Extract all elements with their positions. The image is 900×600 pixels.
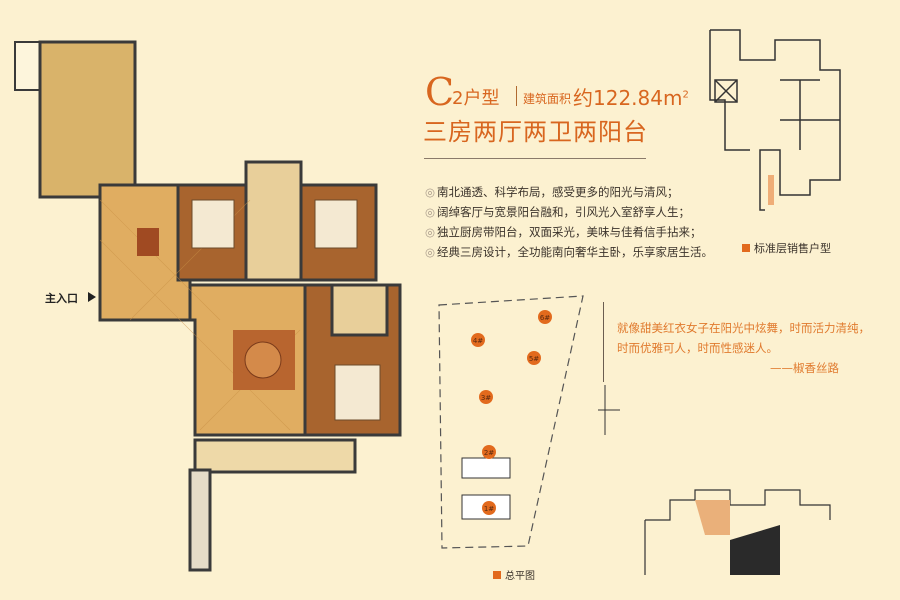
feature-item: ◎独立厨房带阳台，双面采光，美味与佳肴信手拈来； xyxy=(425,224,702,240)
area-value: 约122.84m2 xyxy=(573,82,689,111)
key-plan xyxy=(709,29,841,211)
area-number: 约122.84m xyxy=(573,86,683,110)
legend-swatch-icon xyxy=(742,244,750,252)
feature-text: 南北通透、科学布局，感受更多的阳光与清风； xyxy=(437,185,679,199)
building-3-marker xyxy=(479,390,493,404)
building-label: 4# xyxy=(473,337,483,345)
compass-icon xyxy=(598,385,620,435)
site-plan-legend-text: 总平图 xyxy=(505,571,535,582)
site-plan: 1# 2# 3# 4# 5# 6# xyxy=(438,295,584,549)
layout-title: 三房两厅两卫两阳台 xyxy=(423,118,648,146)
bullet-icon: ◎ xyxy=(425,185,436,199)
unit-type-suffix: 2户型 xyxy=(452,88,500,109)
building-label: 6# xyxy=(540,314,550,322)
feature-item: ◎阔绰客厅与宽景阳台融和，引风光入室舒享人生； xyxy=(425,204,690,220)
keyplan-legend-text: 标准层销售户型 xyxy=(754,242,831,255)
area-unit-sup: 2 xyxy=(682,89,689,101)
building-2-marker xyxy=(482,445,496,459)
building-1-marker xyxy=(482,501,496,515)
building-elevation-plan xyxy=(644,489,900,580)
building-6-marker xyxy=(538,310,552,324)
bullet-icon: ◎ xyxy=(425,245,436,259)
legend-swatch-icon xyxy=(493,571,501,579)
bullet-icon: ◎ xyxy=(425,225,436,239)
unit-floor-plan xyxy=(14,40,402,572)
building-label: 1# xyxy=(484,505,494,513)
bullet-icon: ◎ xyxy=(425,205,436,219)
feature-text: 经典三房设计，全功能南向奢华主卧，乐享家居生活。 xyxy=(437,245,714,259)
quote-line-1: 就像甜美红衣女子在阳光中炫舞，时而活力清纯， xyxy=(617,321,870,335)
quote-line-2: 时而优雅可人，时而性感迷人。 xyxy=(617,341,778,355)
feature-item: ◎南北通透、科学布局，感受更多的阳光与清风； xyxy=(425,184,679,200)
feature-text: 阔绰客厅与宽景阳台融和，引风光入室舒享人生； xyxy=(437,205,691,219)
site-plan-legend: 总平图 xyxy=(493,567,535,582)
title-rule xyxy=(424,158,646,159)
building-label: 2# xyxy=(484,449,494,457)
main-entry-label: 主入口 xyxy=(45,292,78,305)
building-label: 3# xyxy=(481,394,491,402)
quote-bar xyxy=(603,302,604,382)
feature-item: ◎经典三房设计，全功能南向奢华主卧，乐享家居生活。 xyxy=(425,244,713,260)
title-divider xyxy=(516,86,517,106)
unit-type-letter: C xyxy=(425,70,455,114)
area-label: 建筑面积 xyxy=(523,92,572,106)
building-4-marker xyxy=(471,333,485,347)
building-label: 5# xyxy=(529,355,539,363)
building-5-marker xyxy=(527,351,541,365)
feature-text: 独立厨房带阳台，双面采光，美味与佳肴信手拈来； xyxy=(437,225,702,239)
quote-attribution: ——椒香丝路 xyxy=(770,361,839,375)
keyplan-legend: 标准层销售户型 xyxy=(742,240,831,256)
